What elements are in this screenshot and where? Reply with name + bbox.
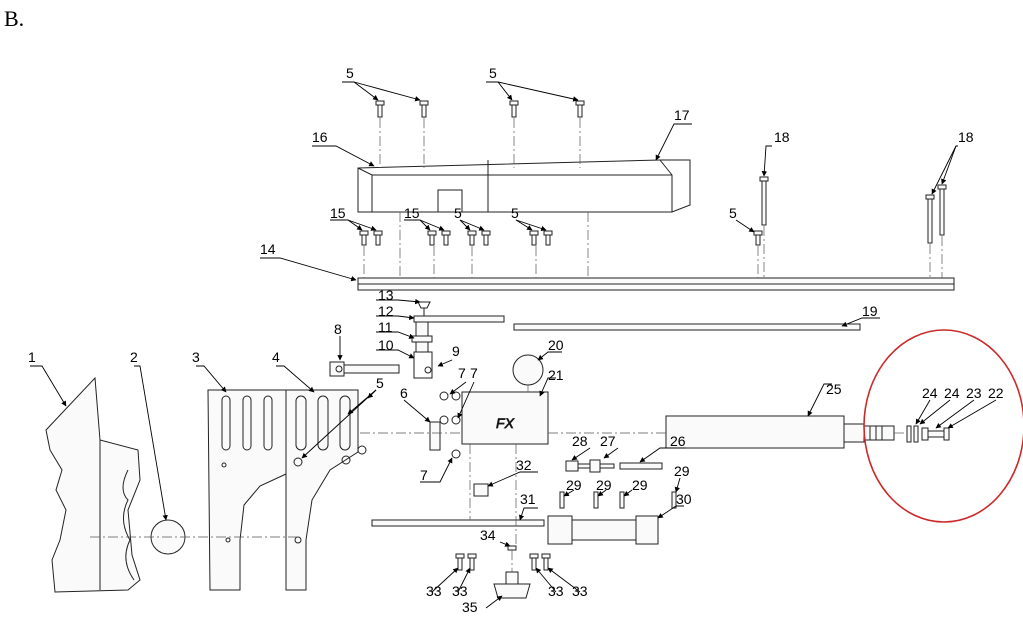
callout-8: 8: [334, 321, 342, 337]
callout-19: 19: [862, 303, 878, 319]
callout-24: 24: [922, 385, 938, 401]
callout-13: 13: [378, 287, 394, 303]
part-26-28: [565, 459, 663, 473]
part-31: [371, 519, 545, 527]
callout-2: 2: [130, 349, 138, 365]
callout-5: 5: [489, 65, 497, 81]
highlight-circle: [863, 329, 1023, 523]
part-8: [329, 361, 400, 377]
part-7-circles: [439, 391, 461, 459]
callout-26: 26: [670, 433, 686, 449]
callout-1: 1: [28, 349, 36, 365]
callout-27: 27: [600, 433, 616, 449]
part-35: [493, 571, 531, 599]
callout-29: 29: [596, 477, 612, 493]
screws: [359, 100, 947, 571]
callout-9: 9: [452, 343, 460, 359]
part-3: [207, 389, 287, 591]
callout-33: 33: [452, 583, 468, 599]
part-22-24: [906, 425, 950, 443]
callout-16: 16: [312, 129, 328, 145]
part-12-13: [413, 301, 505, 323]
callout-11: 11: [378, 319, 393, 335]
leaders: [30, 81, 997, 609]
callout-3: 3: [192, 349, 200, 365]
callout-7: 7: [470, 365, 478, 381]
callout-29: 29: [632, 477, 648, 493]
parts-layer: FX: [45, 100, 955, 599]
part-32: [473, 483, 489, 497]
callout-34: 34: [480, 527, 496, 543]
callout-33: 33: [426, 583, 442, 599]
callout-12: 12: [378, 303, 394, 319]
part-6: [429, 421, 441, 451]
callout-5: 5: [454, 205, 462, 221]
part-grip: [45, 376, 141, 593]
callout-31: 31: [520, 491, 536, 507]
callout-33: 33: [548, 583, 564, 599]
callout-7: 7: [458, 365, 466, 381]
callout-33: 33: [572, 583, 588, 599]
part-cylinder: [665, 415, 895, 449]
part-4: [285, 389, 367, 591]
callout-10: 10: [378, 337, 394, 353]
part-29d: [671, 491, 677, 509]
callout-4: 4: [272, 349, 280, 365]
callout-23: 23: [966, 385, 982, 401]
part-10-11: [411, 321, 433, 379]
callout-15: 15: [330, 205, 346, 221]
callout-5: 5: [511, 205, 519, 221]
callout-28: 28: [572, 433, 588, 449]
callout-25: 25: [826, 381, 842, 397]
part-thin-rail: [513, 323, 861, 331]
callout-18: 18: [774, 129, 790, 145]
callout-29: 29: [674, 463, 690, 479]
callout-32: 32: [516, 457, 532, 473]
callout-21: 21: [548, 367, 564, 383]
part-29b: [593, 491, 599, 509]
callout-17: 17: [674, 107, 690, 123]
centerlines: [90, 118, 943, 572]
callout-30: 30: [676, 491, 692, 507]
part-29c: [619, 491, 625, 509]
figure-label: B.: [4, 6, 25, 31]
part-30: [547, 515, 659, 545]
callout-14: 14: [260, 241, 276, 257]
callout-5: 5: [346, 65, 354, 81]
part-34: [507, 545, 517, 551]
callout-5: 5: [376, 375, 384, 391]
part-29a: [559, 491, 565, 509]
block-logo: FX: [496, 415, 515, 431]
callout-20: 20: [548, 337, 564, 353]
callout-29: 29: [566, 477, 582, 493]
callout-labels: 1 2 3 4 5 5 5 5 5 5 6 7 7 7 8 9 10 11 12…: [28, 65, 1004, 615]
callout-22: 22: [988, 385, 1004, 401]
part-block: FX: [461, 391, 549, 445]
callout-7: 7: [420, 467, 428, 483]
callout-24: 24: [944, 385, 960, 401]
callout-15: 15: [404, 205, 420, 221]
callout-35: 35: [462, 599, 478, 615]
callout-5: 5: [729, 205, 737, 221]
callout-6: 6: [400, 385, 408, 401]
callout-18: 18: [958, 129, 974, 145]
